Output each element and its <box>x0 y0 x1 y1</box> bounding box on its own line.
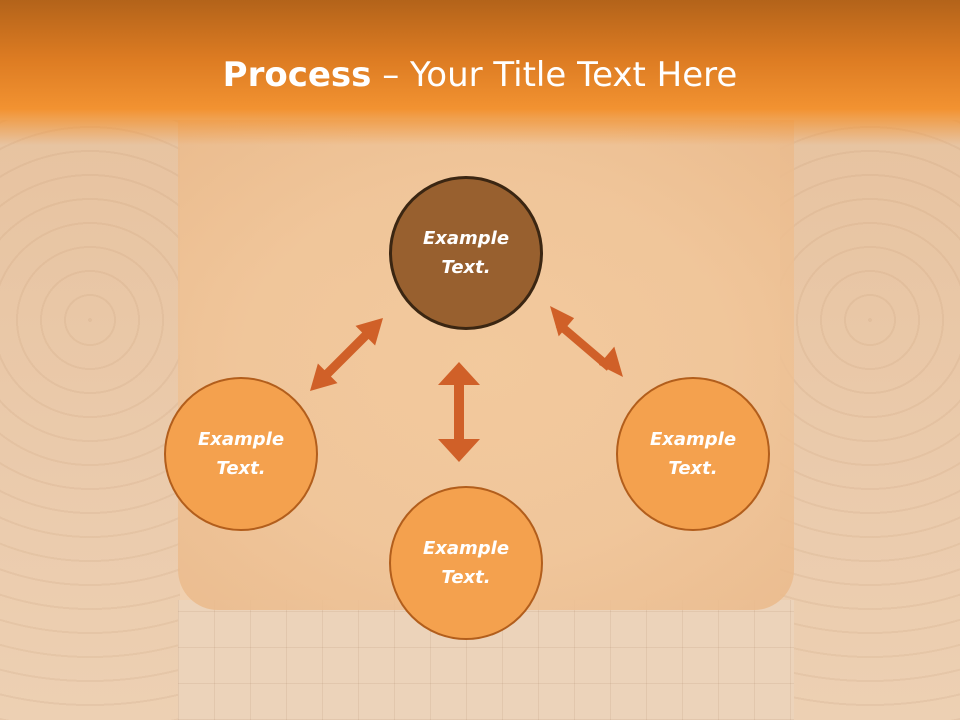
map-decoration-left <box>0 120 180 720</box>
process-node-bottom[interactable]: Example Text. <box>389 486 543 640</box>
arrow-right-top <box>550 306 623 377</box>
map-decoration-right <box>780 120 960 720</box>
node-top-line2: Text. <box>441 257 491 278</box>
title-rest: Your Title Text Here <box>410 55 738 95</box>
process-node-top[interactable]: Example Text. <box>389 176 543 330</box>
node-bottom-line2: Text. <box>441 567 491 588</box>
node-bottom-line1: Example <box>422 538 510 559</box>
title-dash: – <box>371 55 411 95</box>
title-bold: Process <box>222 55 372 95</box>
node-right-line1: Example <box>649 429 737 450</box>
arrow-vertical <box>438 362 480 462</box>
node-right-line2: Text. <box>668 458 718 479</box>
arrow-left-top <box>310 318 383 391</box>
node-left-line1: Example <box>197 429 285 450</box>
slide-title[interactable]: Process – Your Title Text Here <box>0 55 960 95</box>
node-left-line2: Text. <box>216 458 266 479</box>
process-node-right[interactable]: Example Text. <box>616 377 770 531</box>
node-top-line1: Example <box>422 228 510 249</box>
header-band <box>0 0 960 145</box>
process-node-left[interactable]: Example Text. <box>164 377 318 531</box>
